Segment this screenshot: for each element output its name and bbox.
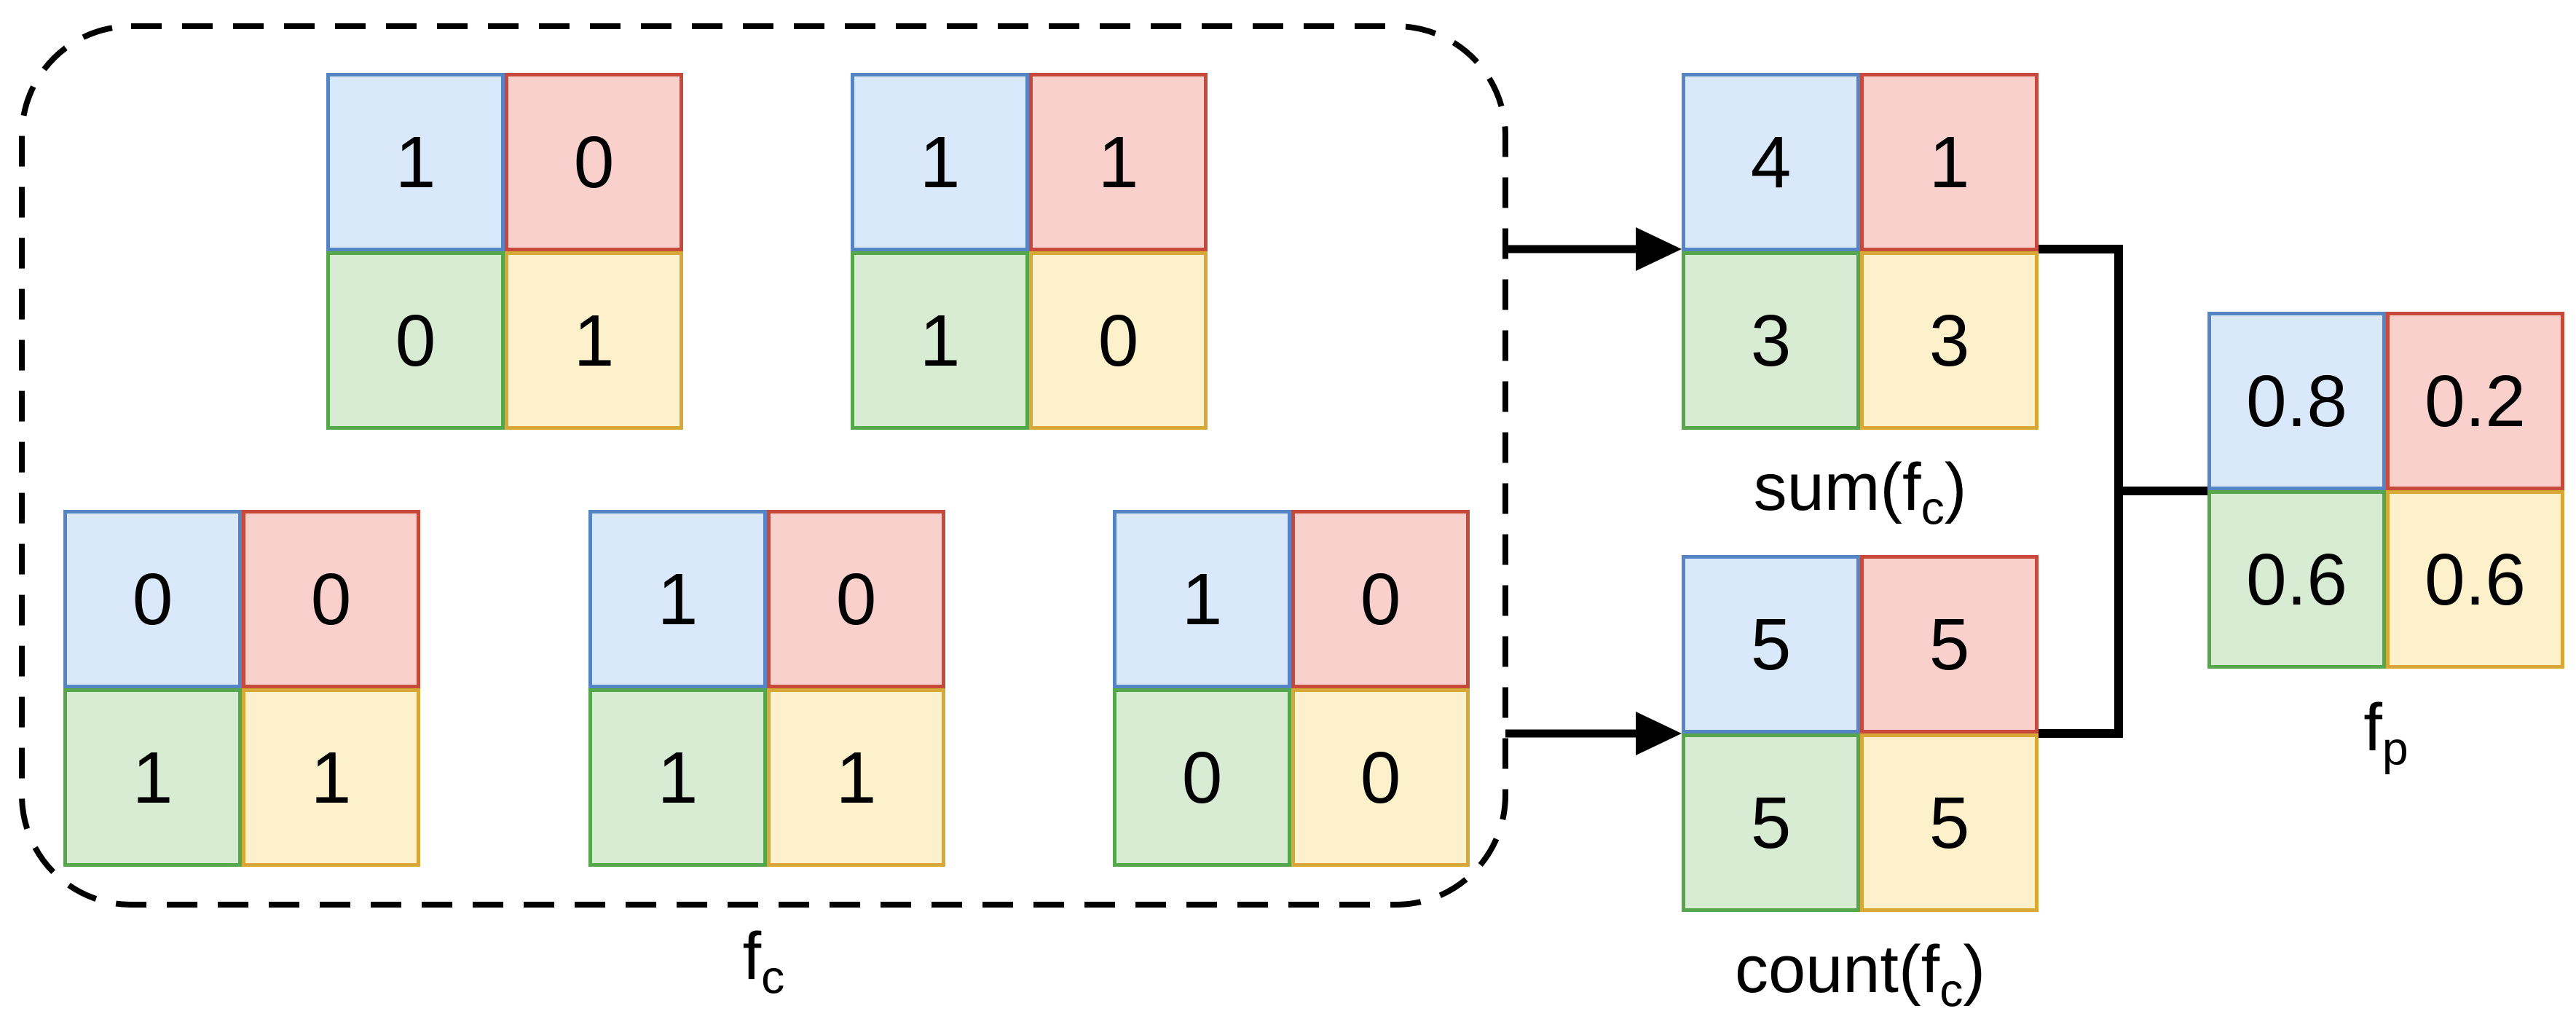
cell-bottom-right: 1 [242,688,420,867]
sum-label-suffix: ) [1944,450,1967,524]
group-label-subscript: c [761,951,785,1004]
cell-bottom-left: 1 [588,688,767,867]
cell-top-left: 1 [851,73,1029,251]
group-label-text: f [742,919,762,994]
cell-top-right: 5 [1860,555,2039,733]
child-grid-1: 1 0 0 1 [326,73,683,430]
count-label: count(fc) [1682,932,2039,1017]
result-grid: 0.8 0.2 0.6 0.6 [2207,312,2564,669]
result-label-subscript: p [2382,722,2408,775]
cell-top-right: 1 [1029,73,1208,251]
cell-bottom-right: 3 [1860,251,2039,430]
cell-bottom-left: 1 [851,251,1029,430]
cell-bottom-right: 1 [767,688,945,867]
sum-label-text: sum(f [1753,450,1921,524]
cell-top-right: 1 [1860,73,2039,251]
group-label: fc [22,919,1505,1004]
count-label-subscript: c [1939,964,1963,1017]
cell-top-left: 5 [1682,555,1860,733]
cell-top-right: 0 [767,510,945,688]
cell-top-left: 1 [326,73,505,251]
cell-bottom-left: 3 [1682,251,1860,430]
child-grid-2: 1 1 1 0 [851,73,1208,430]
result-label-text: f [2363,691,2382,765]
cell-top-left: 0 [63,510,242,688]
child-grid-3: 0 0 1 1 [63,510,420,867]
cell-bottom-left: 1 [63,688,242,867]
cell-bottom-right: 0.6 [2386,490,2564,669]
sum-label: sum(fc) [1682,450,2039,535]
cell-top-left: 0.8 [2207,312,2386,490]
count-label-suffix: ) [1963,932,1986,1007]
cell-bottom-left: 5 [1682,733,1860,912]
result-label: fp [2207,691,2564,775]
cell-bottom-right: 0 [1029,251,1208,430]
child-grid-4: 1 0 1 1 [588,510,945,867]
cell-top-left: 4 [1682,73,1860,251]
cell-bottom-right: 5 [1860,733,2039,912]
cell-top-right: 0 [1291,510,1470,688]
cell-top-right: 0 [505,73,683,251]
sum-grid: 4 1 3 3 [1682,73,2039,430]
cell-bottom-left: 0 [326,251,505,430]
count-grid: 5 5 5 5 [1682,555,2039,912]
cell-bottom-right: 1 [505,251,683,430]
connector-sum-count-trunk [2036,245,2123,738]
cell-bottom-left: 0 [1113,688,1291,867]
arrow-to-count-head-icon [1636,712,1682,755]
child-grid-5: 1 0 0 0 [1113,510,1470,867]
cell-bottom-right: 0 [1291,688,1470,867]
count-label-text: count(f [1734,932,1940,1007]
group-dashed-border [19,23,1508,908]
cell-top-right: 0.2 [2386,312,2564,490]
cell-top-left: 1 [1113,510,1291,688]
cell-top-right: 0 [242,510,420,688]
sum-label-subscript: c [1921,481,1945,535]
cell-bottom-left: 0.6 [2207,490,2386,669]
arrow-to-sum-head-icon [1636,227,1682,271]
cell-top-left: 1 [588,510,767,688]
